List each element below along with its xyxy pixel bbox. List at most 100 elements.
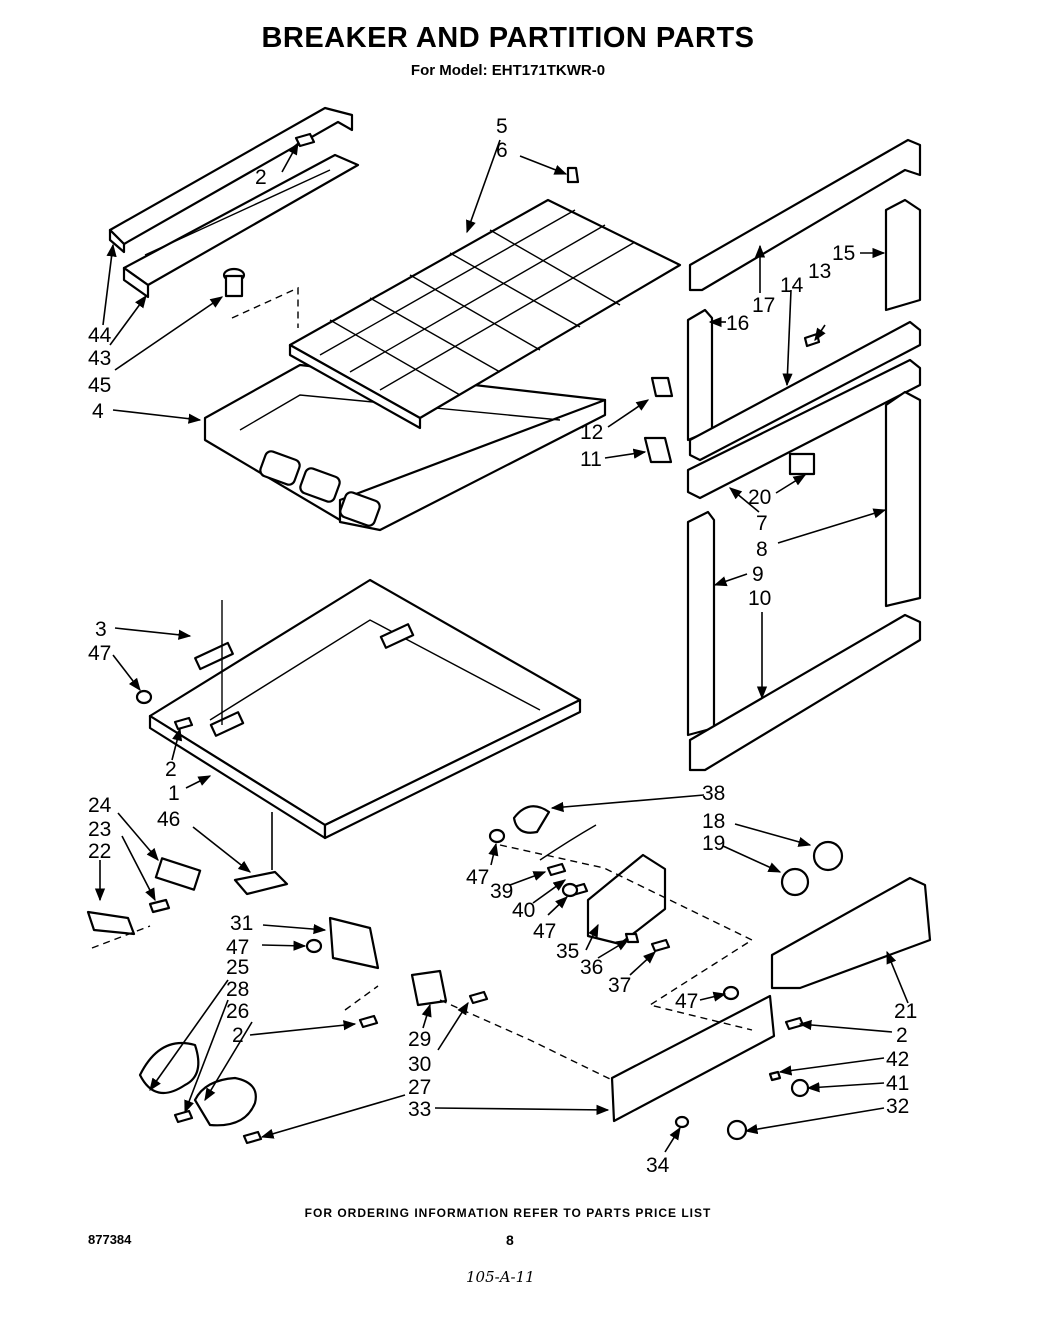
callout-15: 15 <box>832 242 855 265</box>
callout-41: 41 <box>886 1072 909 1095</box>
callout-31: 31 <box>230 912 253 935</box>
callout-16: 16 <box>726 312 749 335</box>
screw-part-2-lower <box>358 1014 379 1029</box>
callout-35: 35 <box>556 940 579 963</box>
callout-2-shelf: 2 <box>165 758 177 781</box>
breaker-housing-part-4 <box>203 363 607 532</box>
rail-part-14 <box>688 320 922 462</box>
callout-47-center: 47 <box>466 866 489 889</box>
callout-45: 45 <box>88 374 111 397</box>
control-panel-part-33 <box>610 994 776 1123</box>
clip-part-11 <box>643 436 673 464</box>
dashed-path-b <box>91 925 151 949</box>
page-number: 8 <box>506 1232 514 1248</box>
callout-43: 43 <box>88 347 111 370</box>
screw-part-6 <box>566 166 580 184</box>
callout-47-housing: 47 <box>533 920 556 943</box>
channel-part-16 <box>686 308 714 442</box>
callout-39: 39 <box>490 880 513 903</box>
screw-part-30 <box>468 990 489 1005</box>
bracket-part-46 <box>233 870 289 896</box>
dashed-path-e <box>439 999 613 1081</box>
handwritten-code: 105-A-11 <box>466 1268 535 1286</box>
callout-14: 14 <box>780 274 804 297</box>
callout-33: 33 <box>408 1098 431 1121</box>
callout-32: 32 <box>886 1095 909 1118</box>
lower-rail-part-43 <box>122 153 360 299</box>
callout-2-right: 2 <box>896 1024 908 1047</box>
callout-9: 9 <box>752 563 764 586</box>
screw-part-39 <box>546 862 567 877</box>
callout-47-shelf: 47 <box>88 642 111 665</box>
grommet-part-45 <box>222 267 246 298</box>
page-title: BREAKER AND PARTITION PARTS <box>261 22 755 54</box>
part-34 <box>674 1115 690 1129</box>
callout-46: 46 <box>157 808 180 831</box>
callout-5: 5 <box>496 115 508 138</box>
callout-10: 10 <box>748 587 771 610</box>
callout-12: 12 <box>580 421 603 444</box>
callout-13: 13 <box>808 260 831 283</box>
callout-2-lower: 2 <box>232 1024 244 1047</box>
switch-part-20 <box>788 452 816 476</box>
callout-1: 1 <box>168 782 180 805</box>
nut-part-47-right <box>722 985 740 1001</box>
shelf-part-21 <box>770 876 932 990</box>
plate-part-24 <box>154 857 202 891</box>
callout-22: 22 <box>88 840 111 863</box>
knob-part-41 <box>790 1078 810 1098</box>
callout-47-bracket: 47 <box>226 936 249 959</box>
bracket-part-29 <box>410 969 448 1007</box>
callout-20: 20 <box>748 486 771 509</box>
callout-42: 42 <box>886 1048 909 1071</box>
callout-23: 23 <box>88 818 111 841</box>
callout-26: 26 <box>226 1000 249 1023</box>
callout-17: 17 <box>752 294 775 317</box>
nut-part-47-housing <box>561 882 579 898</box>
channel-part-9 <box>686 510 716 737</box>
wire-part-38 <box>539 824 597 861</box>
callout-25: 25 <box>226 956 249 979</box>
rail-part-7 <box>686 358 922 500</box>
screw-part-2-shelf <box>173 716 194 731</box>
bracket-part-31 <box>328 916 380 970</box>
callout-21: 21 <box>894 1000 917 1023</box>
part-42 <box>768 1070 782 1082</box>
callout-8: 8 <box>756 538 768 561</box>
knob-part-32 <box>726 1119 748 1141</box>
rail-part-10 <box>688 613 922 772</box>
lamp-part-18 <box>812 840 844 872</box>
callout-29: 29 <box>408 1028 431 1051</box>
socket-part-19 <box>780 867 810 897</box>
housing-part-35 <box>586 853 667 946</box>
bracket-part-22 <box>86 910 136 936</box>
callout-7: 7 <box>756 512 768 535</box>
model-subtitle: For Model: EHT171TKWR-0 <box>410 62 606 79</box>
document-number: 877384 <box>88 1232 132 1247</box>
callout-3: 3 <box>95 618 107 641</box>
leader-lines <box>94 139 909 1153</box>
callout-44: 44 <box>88 324 112 347</box>
dashed-path-a <box>231 286 299 328</box>
screw-part-28 <box>173 1109 194 1124</box>
grille-part-5 <box>288 198 682 430</box>
channel-part-15 <box>884 198 922 312</box>
callout-37: 37 <box>608 974 631 997</box>
callout-6: 6 <box>496 139 508 162</box>
callout-11: 11 <box>580 448 602 471</box>
callout-24: 24 <box>88 794 112 817</box>
callout-47-right: 47 <box>675 990 698 1013</box>
channel-part-8 <box>884 390 922 608</box>
ordering-note: FOR ORDERING INFORMATION REFER TO PARTS … <box>304 1206 712 1220</box>
partition-shelf-part-1 <box>148 578 582 840</box>
strip-part-17 <box>688 138 922 292</box>
nut-part-47-center <box>488 828 506 844</box>
callout-40: 40 <box>512 899 535 922</box>
dashed-path-c <box>344 985 379 1011</box>
screw-part-2-top <box>294 132 316 148</box>
screw-part-27 <box>242 1130 263 1145</box>
callout-34: 34 <box>646 1154 670 1177</box>
nut-part-47-bracket <box>305 938 323 954</box>
callout-38: 38 <box>702 782 725 805</box>
